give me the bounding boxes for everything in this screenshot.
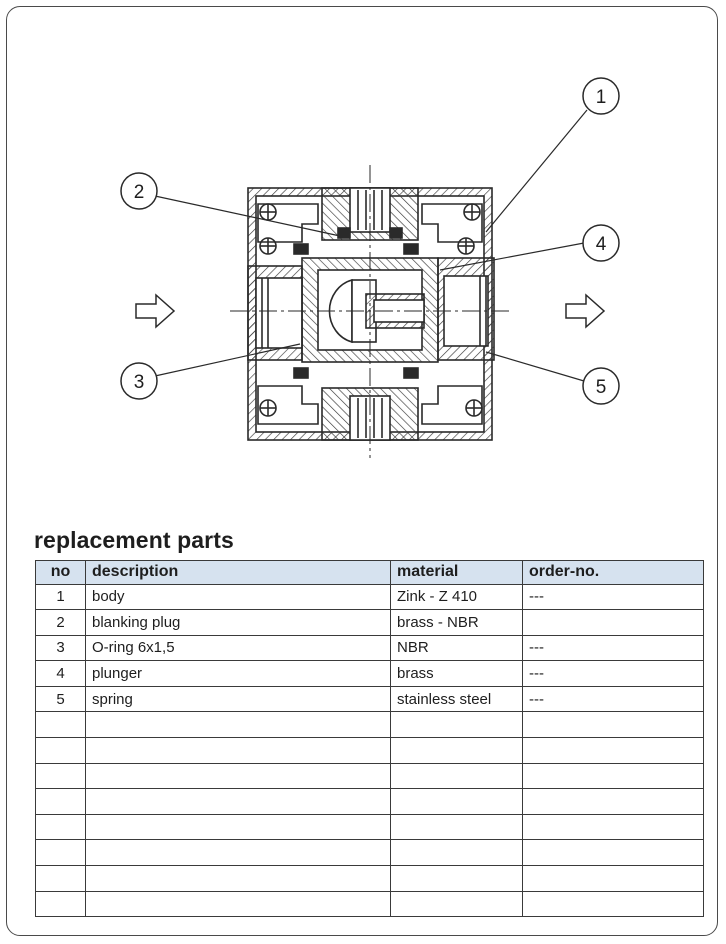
table-row	[35, 890, 704, 918]
cell-material: brass - NBR	[390, 609, 523, 636]
cell-no: 3	[35, 634, 86, 662]
cell-no	[35, 788, 86, 815]
callout-5: 5	[582, 367, 620, 405]
cell-description: spring	[85, 685, 391, 713]
svg-text:5: 5	[596, 377, 607, 398]
column-header-no: no	[35, 560, 86, 585]
cell-material	[390, 737, 523, 764]
svg-text:1: 1	[596, 87, 607, 108]
cell-order-no	[522, 762, 704, 790]
valve-body	[247, 187, 495, 441]
cell-order-no	[522, 737, 704, 764]
callout-2: 2	[120, 172, 158, 210]
svg-text:4: 4	[596, 234, 607, 255]
table-row	[35, 711, 704, 739]
cell-order-no	[522, 890, 704, 918]
valve-cross-section-drawing: 1 2 3 4 5	[120, 77, 620, 458]
cell-description	[85, 762, 391, 790]
table-row	[35, 762, 704, 790]
flow-in-arrow-icon	[135, 293, 176, 329]
table-row	[35, 865, 704, 892]
column-header-material: material	[390, 560, 523, 585]
table-row	[35, 813, 704, 841]
cell-material	[390, 865, 523, 892]
cell-description	[85, 813, 391, 841]
callout-3: 3	[120, 362, 158, 400]
cell-description	[85, 737, 391, 764]
svg-text:3: 3	[134, 372, 145, 393]
cell-order-no: ---	[522, 685, 704, 713]
cell-material: Zink - Z 410	[390, 583, 523, 611]
cell-order-no	[522, 813, 704, 841]
cell-description	[85, 839, 391, 867]
table-header-row: no description material order-no.	[35, 560, 704, 585]
cell-order-no	[522, 609, 704, 636]
cell-material: stainless steel	[390, 685, 523, 713]
cell-material	[390, 890, 523, 918]
cell-order-no: ---	[522, 634, 704, 662]
cell-material: NBR	[390, 634, 523, 662]
cell-no: 4	[35, 660, 86, 687]
cell-no: 1	[35, 583, 86, 611]
cell-order-no	[522, 865, 704, 892]
cell-no	[35, 711, 86, 739]
svg-text:2: 2	[134, 182, 145, 203]
cell-description	[85, 788, 391, 815]
cell-order-no	[522, 711, 704, 739]
cell-no	[35, 737, 86, 764]
cell-no: 5	[35, 685, 86, 713]
cell-no	[35, 813, 86, 841]
cell-no	[35, 839, 86, 867]
cell-material	[390, 788, 523, 815]
cell-description: blanking plug	[85, 609, 391, 636]
cell-material: brass	[390, 660, 523, 687]
cell-description: plunger	[85, 660, 391, 687]
callout-1: 1	[582, 77, 620, 115]
cell-material	[390, 711, 523, 739]
column-header-order-no: order-no.	[522, 560, 704, 585]
cell-material	[390, 839, 523, 867]
table-row	[35, 788, 704, 815]
cell-material	[390, 762, 523, 790]
cell-order-no: ---	[522, 660, 704, 687]
center-lines	[230, 165, 510, 458]
replacement-parts-title: replacement parts	[34, 527, 234, 553]
cell-order-no	[522, 788, 704, 815]
cell-no	[35, 865, 86, 892]
cell-description: body	[85, 583, 391, 611]
cell-material	[390, 813, 523, 841]
leader-lines	[154, 109, 588, 382]
cell-no	[35, 890, 86, 918]
cell-description	[85, 865, 391, 892]
cell-order-no	[522, 839, 704, 867]
flow-out-arrow-icon	[565, 293, 606, 329]
table-row	[35, 737, 704, 764]
callout-4: 4	[582, 224, 620, 262]
cell-no	[35, 762, 86, 790]
column-header-description: description	[85, 560, 391, 585]
cell-description	[85, 890, 391, 918]
cell-description: O-ring 6x1,5	[85, 634, 391, 662]
cell-description	[85, 711, 391, 739]
table-row	[35, 839, 704, 867]
cell-order-no: ---	[522, 583, 704, 611]
cell-no: 2	[35, 609, 86, 636]
